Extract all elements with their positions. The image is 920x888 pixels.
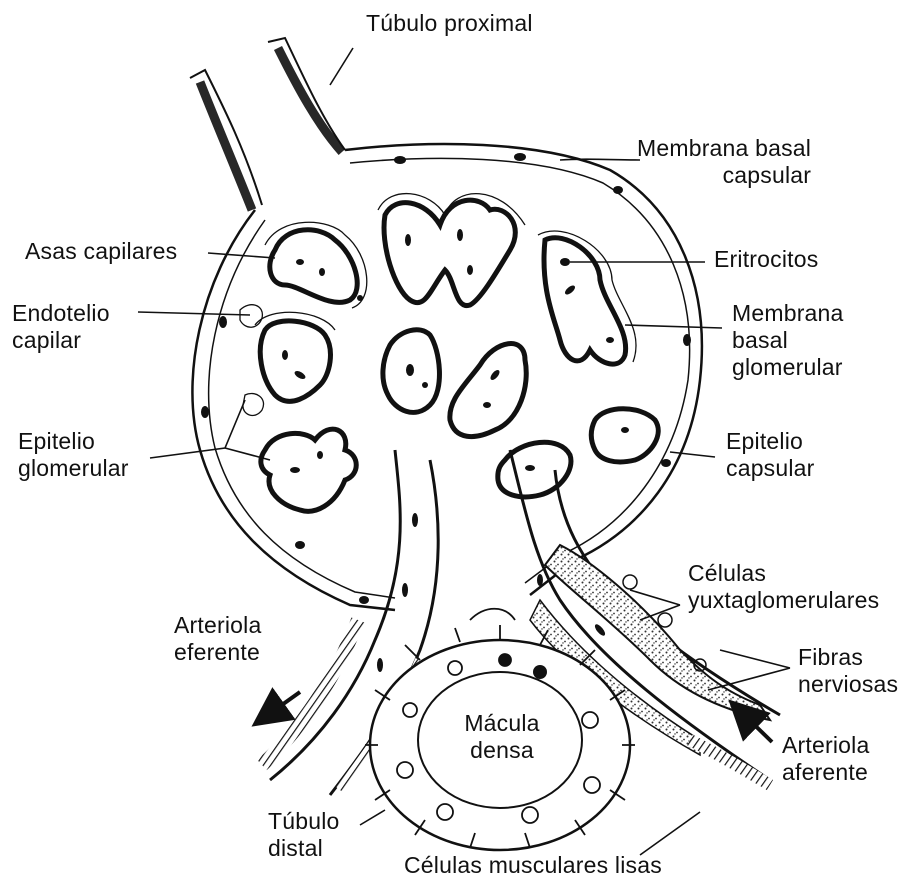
label-arteriola-aferente: Arteriola aferente bbox=[782, 732, 869, 786]
label-text: Membrana basal bbox=[637, 135, 811, 162]
label-text: Arteriola bbox=[174, 612, 261, 639]
label-text: glomerular bbox=[732, 354, 844, 381]
label-text: distal bbox=[268, 835, 340, 862]
label-tubulo-proximal: Túbulo proximal bbox=[366, 10, 533, 37]
label-text: Endotelio bbox=[12, 300, 110, 327]
label-membrana-basal-glomerular: Membrana basal glomerular bbox=[732, 300, 844, 381]
label-text: Túbulo proximal bbox=[366, 10, 533, 37]
label-fibras-nerviosas: Fibras nerviosas bbox=[798, 644, 898, 698]
label-epitelio-capsular: Epitelio capsular bbox=[726, 428, 815, 482]
label-text: aferente bbox=[782, 759, 869, 786]
label-endotelio-capilar: Endotelio capilar bbox=[12, 300, 110, 354]
label-text: nerviosas bbox=[798, 671, 898, 698]
label-text: densa bbox=[452, 737, 552, 764]
label-text: capsular bbox=[637, 162, 811, 189]
label-text: capilar bbox=[12, 327, 110, 354]
label-epitelio-glomerular: Epitelio glomerular bbox=[18, 428, 129, 482]
label-macula-densa: Mácula densa bbox=[452, 710, 552, 764]
label-membrana-basal-capsular: Membrana basal capsular bbox=[637, 135, 811, 189]
label-text: Células musculares lisas bbox=[404, 852, 662, 879]
label-text: Epitelio bbox=[18, 428, 129, 455]
label-text: Asas capilares bbox=[25, 238, 177, 265]
label-text: Membrana bbox=[732, 300, 844, 327]
label-text: glomerular bbox=[18, 455, 129, 482]
capillary-loops bbox=[240, 194, 658, 512]
label-tubulo-distal: Túbulo distal bbox=[268, 808, 340, 862]
label-text: yuxtaglomerulares bbox=[688, 587, 879, 614]
label-text: Células bbox=[688, 560, 879, 587]
label-text: Epitelio bbox=[726, 428, 815, 455]
label-text: Eritrocitos bbox=[714, 246, 818, 273]
label-celulas-yuxtaglomerulares: Células yuxtaglomerulares bbox=[688, 560, 879, 614]
label-text: Fibras bbox=[798, 644, 898, 671]
label-text: capsular bbox=[726, 455, 815, 482]
label-eritrocitos: Eritrocitos bbox=[714, 246, 818, 273]
proximal-tubule bbox=[190, 38, 345, 210]
label-asas-capilares: Asas capilares bbox=[25, 238, 177, 265]
label-text: Arteriola bbox=[782, 732, 869, 759]
label-text: eferente bbox=[174, 639, 261, 666]
label-arteriola-eferente: Arteriola eferente bbox=[174, 612, 261, 666]
label-text: basal bbox=[732, 327, 844, 354]
label-celulas-musculares-lisas: Células musculares lisas bbox=[404, 852, 662, 879]
label-text: Mácula bbox=[452, 710, 552, 737]
label-text: Túbulo bbox=[268, 808, 340, 835]
